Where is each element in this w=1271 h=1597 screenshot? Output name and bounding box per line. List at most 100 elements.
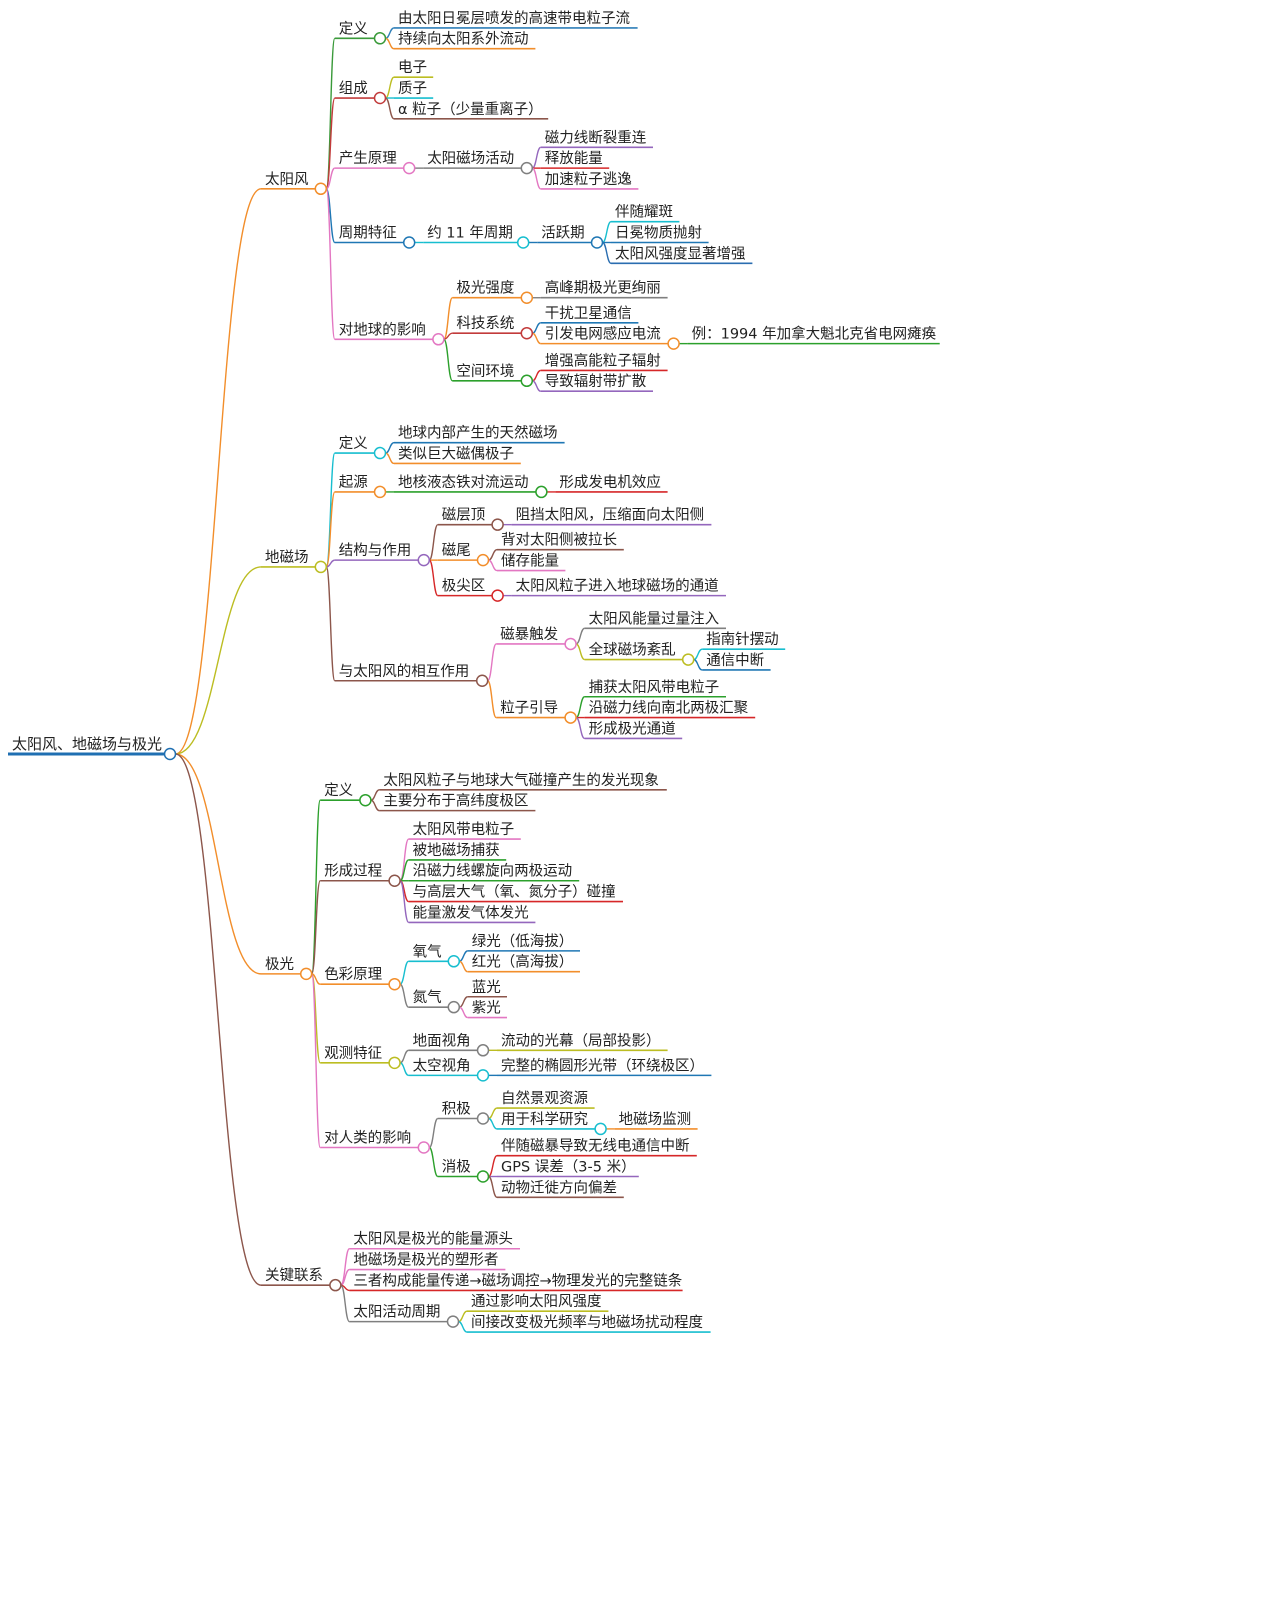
leaf-node[interactable]: 太阳风粒子进入地球磁场的通道 bbox=[511, 578, 726, 597]
leaf-node[interactable]: 电子 bbox=[394, 59, 434, 78]
leaf-node[interactable]: 沿磁力线螺旋向两极运动 bbox=[408, 863, 580, 882]
leaf-node[interactable]: 形成极光通道 bbox=[584, 720, 683, 740]
leaf-node[interactable]: 类似巨大磁偶极子 bbox=[394, 445, 521, 465]
root-node[interactable]: 太阳风、地磁场与极光 bbox=[8, 735, 177, 761]
leaf-node[interactable]: 日冕物质抛射 bbox=[611, 224, 709, 244]
leaf-node[interactable]: 例：1994 年加拿大魁北克省电网瘫痪 bbox=[687, 325, 940, 345]
leaf-node[interactable]: 干扰卫星通信 bbox=[540, 305, 639, 324]
collapse-toggle-icon[interactable] bbox=[681, 653, 695, 666]
branch-node[interactable]: 地磁场 bbox=[261, 549, 328, 574]
collapse-toggle-icon[interactable] bbox=[516, 236, 530, 249]
collapse-toggle-icon[interactable] bbox=[314, 560, 328, 574]
branch-node[interactable]: 太阳风 bbox=[261, 171, 328, 196]
leaf-node[interactable]: 背对太阳侧被拉长 bbox=[497, 532, 624, 551]
leaf-node[interactable]: 增强高能粒子辐射 bbox=[540, 352, 668, 372]
leaf-node[interactable]: 间接改变极光频率与地磁场扰动程度 bbox=[467, 1314, 711, 1333]
collapse-toggle-icon[interactable] bbox=[417, 1141, 431, 1154]
collapse-toggle-icon[interactable] bbox=[564, 637, 577, 651]
leaf-node[interactable]: 由太阳日冕层喷发的高速带电粒子流 bbox=[394, 10, 638, 29]
collapse-toggle-icon[interactable] bbox=[476, 553, 490, 567]
collapse-toggle-icon[interactable] bbox=[667, 337, 680, 350]
collapse-toggle-icon[interactable] bbox=[476, 1112, 490, 1125]
collapse-toggle-icon[interactable] bbox=[163, 747, 177, 761]
branch-node[interactable]: 太阳活动周期 bbox=[349, 1304, 460, 1328]
collapse-toggle-icon[interactable] bbox=[314, 182, 328, 196]
leaf-node[interactable]: 三者构成能量传递→磁场调控→物理发光的完整链条 bbox=[349, 1272, 683, 1292]
leaf-node[interactable]: 指南针摆动 bbox=[702, 631, 786, 650]
branch-node[interactable]: 太空视角 bbox=[408, 1057, 490, 1082]
leaf-node[interactable]: 绿光（低海拔） bbox=[467, 933, 580, 952]
leaf-node[interactable]: 伴随耀斑 bbox=[611, 204, 680, 223]
leaf-node[interactable]: 太阳风粒子与地球大气碰撞产生的发光现象 bbox=[379, 771, 667, 791]
collapse-toggle-icon[interactable] bbox=[447, 955, 461, 968]
leaf-node[interactable]: 蓝光 bbox=[467, 979, 507, 998]
branch-node[interactable]: 氮气 bbox=[408, 989, 461, 1014]
branch-node[interactable]: 观测特征 bbox=[320, 1045, 401, 1070]
branch-node[interactable]: 定义 bbox=[320, 782, 372, 807]
leaf-node[interactable]: 地球内部产生的天然磁场 bbox=[394, 425, 565, 444]
branch-node[interactable]: 空间环境 bbox=[452, 362, 534, 388]
branch-node[interactable]: 起源 bbox=[334, 474, 387, 499]
leaf-node[interactable]: 阻挡太阳风，压缩面向太阳侧 bbox=[511, 507, 712, 526]
collapse-toggle-icon[interactable] bbox=[299, 967, 313, 981]
collapse-toggle-icon[interactable] bbox=[388, 977, 401, 991]
branch-node[interactable]: 地面视角 bbox=[408, 1032, 490, 1057]
collapse-toggle-icon[interactable] bbox=[491, 518, 504, 531]
collapse-toggle-icon[interactable] bbox=[564, 711, 577, 724]
branch-node[interactable]: 磁尾 bbox=[437, 542, 490, 567]
leaf-node[interactable]: 质子 bbox=[394, 80, 434, 99]
leaf-node[interactable]: 加速粒子逃逸 bbox=[540, 171, 639, 190]
leaf-node[interactable]: 完整的椭圆形光带（环绕极区） bbox=[497, 1057, 712, 1077]
collapse-toggle-icon[interactable] bbox=[535, 485, 548, 499]
leaf-node[interactable]: 太阳风带电粒子 bbox=[408, 821, 521, 840]
branch-node[interactable]: 磁层顶 bbox=[437, 507, 504, 531]
branch-node[interactable]: 关键联系 bbox=[261, 1267, 342, 1292]
collapse-toggle-icon[interactable] bbox=[491, 589, 504, 602]
leaf-node[interactable]: 流动的光幕（局部投影） bbox=[497, 1032, 668, 1052]
branch-node[interactable]: 用于科学研究 bbox=[497, 1111, 607, 1136]
branch-node[interactable]: 周期特征 bbox=[334, 224, 416, 249]
leaf-node[interactable]: 红光（高海拔） bbox=[467, 954, 580, 973]
leaf-node[interactable]: 通信中断 bbox=[702, 652, 771, 671]
collapse-toggle-icon[interactable] bbox=[475, 674, 489, 688]
leaf-node[interactable]: 高峰期极光更绚丽 bbox=[540, 280, 668, 299]
branch-node[interactable]: 活跃期 bbox=[537, 224, 604, 249]
leaf-node[interactable]: 地磁场是极光的塑形者 bbox=[349, 1252, 506, 1271]
branch-node[interactable]: 氧气 bbox=[408, 943, 461, 968]
leaf-node[interactable]: 与高层大气（氧、氮分子）碰撞 bbox=[408, 883, 623, 903]
leaf-node[interactable]: 形成发电机效应 bbox=[555, 473, 668, 493]
leaf-node[interactable]: 储存能量 bbox=[497, 553, 566, 572]
collapse-toggle-icon[interactable] bbox=[476, 1170, 490, 1183]
branch-node[interactable]: 科技系统 bbox=[452, 315, 534, 340]
leaf-node[interactable]: GPS 误差（3-5 米） bbox=[497, 1159, 639, 1178]
collapse-toggle-icon[interactable] bbox=[520, 161, 534, 175]
leaf-node[interactable]: 太阳风强度显著增强 bbox=[611, 245, 753, 265]
collapse-toggle-icon[interactable] bbox=[388, 874, 401, 887]
branch-node[interactable]: 地核液态铁对流运动 bbox=[394, 474, 548, 499]
branch-node[interactable]: 极尖区 bbox=[437, 578, 504, 602]
branch-node[interactable]: 与太阳风的相互作用 bbox=[334, 663, 489, 688]
leaf-node[interactable]: 能量激发气体发光 bbox=[408, 904, 536, 924]
leaf-node[interactable]: 紫光 bbox=[467, 1000, 507, 1019]
branch-node[interactable]: 极光强度 bbox=[452, 280, 534, 304]
branch-node[interactable]: 定义 bbox=[334, 20, 387, 45]
collapse-toggle-icon[interactable] bbox=[447, 1000, 461, 1014]
branch-node[interactable]: 磁暴触发 bbox=[496, 626, 577, 651]
collapse-toggle-icon[interactable] bbox=[373, 446, 387, 460]
leaf-node[interactable]: 通过影响太阳风强度 bbox=[467, 1293, 609, 1313]
collapse-toggle-icon[interactable] bbox=[520, 326, 534, 340]
collapse-toggle-icon[interactable] bbox=[329, 1278, 342, 1292]
collapse-toggle-icon[interactable] bbox=[402, 236, 416, 249]
collapse-toggle-icon[interactable] bbox=[417, 553, 431, 567]
collapse-toggle-icon[interactable] bbox=[476, 1044, 490, 1057]
branch-node[interactable]: 色彩原理 bbox=[320, 966, 401, 991]
branch-node[interactable]: 全球磁场紊乱 bbox=[584, 641, 695, 666]
leaf-node[interactable]: 捕获太阳风带电粒子 bbox=[584, 679, 726, 698]
branch-node[interactable]: 产生原理 bbox=[334, 150, 416, 175]
collapse-toggle-icon[interactable] bbox=[402, 161, 416, 175]
branch-node[interactable]: 引发电网感应电流 bbox=[540, 325, 680, 350]
leaf-node[interactable]: 主要分布于高纬度极区 bbox=[379, 793, 536, 812]
branch-node[interactable]: 消极 bbox=[437, 1159, 490, 1183]
leaf-node[interactable]: 太阳风能量过量注入 bbox=[584, 610, 726, 630]
collapse-toggle-icon[interactable] bbox=[476, 1069, 490, 1082]
